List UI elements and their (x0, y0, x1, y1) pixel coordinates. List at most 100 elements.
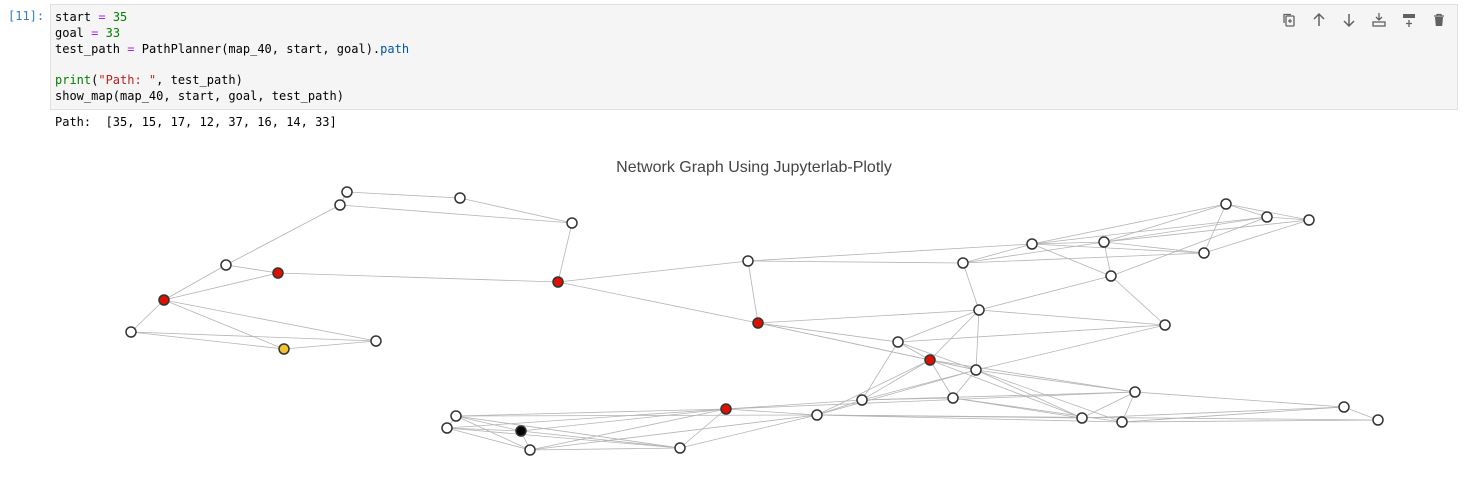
move-up-button[interactable] (1309, 11, 1329, 29)
graph-edge (962, 262, 980, 311)
graph-node-start[interactable] (515, 425, 527, 437)
graph-node-default[interactable] (1220, 198, 1232, 210)
graph-edge (1134, 391, 1345, 408)
graph-node-default[interactable] (1338, 401, 1350, 413)
graph-edge (861, 359, 931, 401)
graph-node-default[interactable] (220, 259, 232, 271)
graph-node-default[interactable] (454, 192, 466, 204)
graph-edge (455, 415, 522, 432)
code-editor[interactable]: start = 35 goal = 33 test_path = PathPla… (55, 10, 409, 105)
graph-edge (130, 299, 165, 333)
graph-node-path[interactable] (158, 294, 170, 306)
graph-edge (1110, 216, 1268, 277)
graph-edge (446, 427, 681, 449)
graph-edge (816, 369, 977, 416)
graph-edge (1081, 391, 1136, 419)
graph-node-default[interactable] (1261, 211, 1273, 223)
graph-node-default[interactable] (1372, 414, 1384, 426)
code-number: 33 (105, 25, 121, 40)
code-token: goal (55, 25, 84, 40)
graph-node-default[interactable] (970, 364, 982, 376)
graph-node-goal[interactable] (278, 343, 290, 355)
graph-edge (346, 191, 461, 199)
graph-edge (725, 408, 818, 416)
graph-edge (455, 415, 681, 449)
graph-edge (283, 340, 377, 350)
graph-edge (861, 341, 899, 401)
graph-edge (929, 359, 977, 371)
graph-edge (816, 359, 931, 416)
arrow-up-icon (1313, 12, 1325, 26)
graph-node-default[interactable] (856, 394, 868, 406)
graph-edge (1031, 241, 1105, 245)
graph-edge (816, 399, 863, 416)
code-operator: = (127, 41, 135, 56)
graph-edge (1110, 275, 1166, 326)
graph-edge (952, 397, 1123, 423)
graph-edge (446, 427, 522, 432)
code-number: 35 (112, 10, 128, 24)
graph-node-default[interactable] (1076, 412, 1088, 424)
network-graph-plot[interactable]: Network Graph Using Jupyterlab-Plotly (0, 140, 1469, 482)
graph-node-default[interactable] (811, 409, 823, 421)
graph-node-default[interactable] (742, 255, 754, 267)
code-token: start (55, 10, 92, 24)
graph-node-default[interactable] (370, 335, 382, 347)
graph-node-default[interactable] (674, 442, 686, 454)
insert-above-button[interactable] (1369, 11, 1389, 29)
graph-edge (520, 408, 727, 432)
trash-icon (1434, 13, 1444, 26)
code-string: "Path: " (98, 73, 157, 88)
graph-node-path[interactable] (752, 317, 764, 329)
graph-node-path[interactable] (552, 276, 564, 288)
graph-node-default[interactable] (1129, 386, 1141, 398)
graph-node-default[interactable] (1105, 270, 1117, 282)
move-down-button[interactable] (1339, 11, 1359, 29)
graph-edge (459, 197, 573, 224)
graph-node-default[interactable] (450, 410, 462, 422)
graph-node-default[interactable] (1159, 319, 1171, 331)
graph-edge (557, 222, 573, 283)
graph-node-path[interactable] (272, 267, 284, 279)
graph-edge (952, 369, 977, 399)
graph-edge (975, 369, 1083, 419)
graph-edge (163, 272, 279, 301)
graph-node-default[interactable] (1098, 236, 1110, 248)
graph-edge (747, 260, 759, 324)
graph-node-path[interactable] (720, 403, 732, 415)
graph-edge (1081, 406, 1345, 419)
graph-node-default[interactable] (524, 444, 536, 456)
code-attribute: path (380, 41, 410, 56)
graph-edge (757, 322, 899, 343)
graph-node-path[interactable] (924, 354, 936, 366)
graph-node-default[interactable] (1198, 247, 1210, 259)
graph-edge (520, 430, 681, 449)
graph-edge (163, 299, 377, 342)
cell-output-text: Path: [35, 15, 17, 12, 37, 16, 14, 33] (55, 115, 337, 129)
graph-node-default[interactable] (334, 199, 346, 211)
graph-edge (529, 447, 681, 451)
copy-cell-button[interactable] (1279, 11, 1299, 29)
graph-edge (1266, 216, 1310, 221)
graph-node-default[interactable] (1303, 214, 1315, 226)
graph-edge (455, 415, 531, 451)
graph-node-default[interactable] (1026, 238, 1038, 250)
graph-node-default[interactable] (947, 392, 959, 404)
graph-node-default[interactable] (957, 257, 969, 269)
graph-node-default[interactable] (1116, 416, 1128, 428)
graph-edge (1121, 419, 1379, 423)
graph-node-default[interactable] (973, 304, 985, 316)
graph-edge (929, 309, 980, 361)
graph-node-default[interactable] (892, 336, 904, 348)
graph-node-default[interactable] (566, 217, 578, 229)
code-cell-input[interactable]: start = 35 goal = 33 test_path = PathPla… (50, 4, 1458, 110)
graph-edge (1031, 203, 1227, 245)
graph-edge (975, 309, 980, 371)
graph-edge (339, 204, 573, 224)
graph-node-default[interactable] (125, 326, 137, 338)
insert-below-icon (1403, 14, 1415, 27)
insert-below-button[interactable] (1399, 11, 1419, 29)
graph-node-default[interactable] (341, 186, 353, 198)
graph-node-default[interactable] (441, 422, 453, 434)
delete-cell-button[interactable] (1429, 11, 1449, 29)
